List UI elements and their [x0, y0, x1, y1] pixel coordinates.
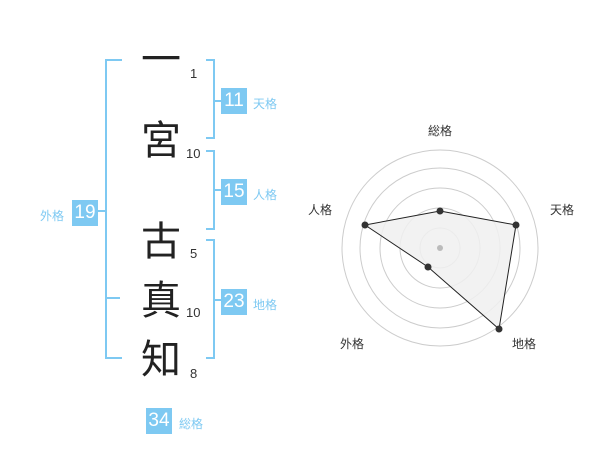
jinkaku-label: 人格 [253, 188, 278, 202]
radar-label-chikaku: 地格 [512, 337, 537, 351]
soukaku-label: 総格 [179, 417, 204, 431]
name-char-5: 知 [141, 337, 181, 383]
radar-center [437, 245, 443, 251]
gaikaku-badge: 19 [72, 200, 98, 226]
name-char-1: 一 [141, 37, 181, 83]
jinkaku-badge: 15 [221, 179, 247, 205]
radar-point-tenkaku [512, 221, 520, 229]
radar-label-jinkaku: 人格 [308, 203, 333, 217]
radar-point-chikaku [495, 325, 503, 333]
radar-label-soukaku: 総格 [428, 124, 453, 138]
chikaku-label: 地格 [253, 298, 278, 312]
radar-point-gaikaku [424, 263, 432, 271]
soukaku-badge: 34 [146, 408, 172, 434]
stroke-count-5: 8 [190, 366, 198, 381]
radar-label-tenkaku: 天格 [550, 203, 575, 217]
stroke-count-4: 10 [186, 305, 201, 320]
stroke-count-2: 10 [186, 146, 201, 161]
stroke-count-3: 5 [190, 246, 198, 261]
name-char-2: 宮 [141, 118, 181, 164]
chikaku-badge: 23 [221, 289, 247, 315]
tenkaku-badge: 11 [221, 88, 247, 114]
radar-area [363, 210, 517, 330]
stroke-count-1: 1 [190, 66, 198, 81]
gaikaku-label: 外格 [40, 209, 65, 223]
radar-point-jinkaku [361, 221, 369, 229]
tenkaku-label: 天格 [253, 97, 278, 111]
radar-point-soukaku [436, 207, 444, 215]
name-char-4: 真 [141, 278, 181, 324]
name-char-3: 古 [141, 219, 181, 265]
radar-label-gaikaku: 外格 [340, 337, 365, 351]
